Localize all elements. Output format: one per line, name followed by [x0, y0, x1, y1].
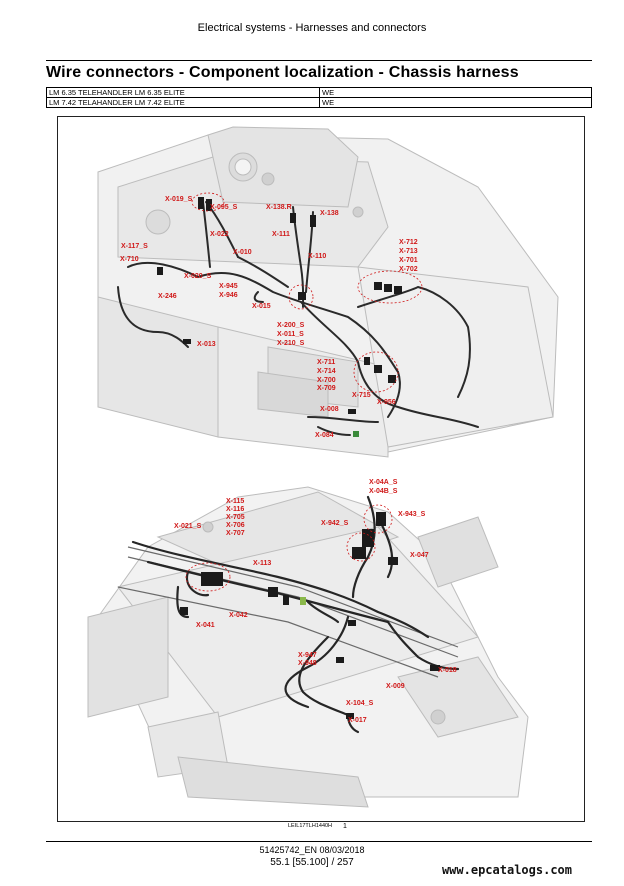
table-row: LM 7.42 TELAHANDLER LM 7.42 ELITE WE: [46, 97, 592, 108]
connector-label: X-095_S: [210, 204, 238, 211]
models-table: LM 6.35 TELEHANDLER LM 6.35 ELITE WE LM …: [46, 87, 592, 108]
connector-label: X-946: [219, 292, 238, 299]
connector-label: X-042: [229, 612, 248, 619]
connector-label: X-138.R: [266, 204, 292, 211]
connector-label: X-015: [252, 303, 271, 310]
connector-label: X-246: [158, 293, 177, 300]
connector-label: X-706: [226, 522, 245, 529]
connector-label: X-111: [272, 231, 290, 238]
connector-label: X-713: [399, 248, 418, 255]
connector-label: X-04A_S: [369, 479, 398, 486]
connector-label: X-116: [226, 506, 245, 513]
connector-label: X-017: [348, 717, 367, 724]
footer-rule: [46, 841, 592, 842]
connector-label: X-700: [317, 377, 336, 384]
figure-reference: LEIL17TLH1440H: [288, 823, 333, 829]
connector-label: X-705: [226, 514, 245, 521]
callout-circles-bottom: [185, 504, 393, 592]
harness-illustration: [87, 126, 559, 808]
connector-label: X-710: [120, 256, 139, 263]
connector-label: X-942_S: [321, 520, 349, 527]
connector-label: X-956: [377, 399, 396, 406]
connector-label: X-047: [410, 552, 429, 559]
connector-label: X-947: [298, 652, 317, 659]
harness-figure: X-019_S X-095_S X-138.R X-138 X-022 X-11…: [57, 116, 585, 822]
connector-label: X-011_S: [277, 331, 304, 338]
connector-bodies-top: [157, 197, 402, 437]
model-name: LM 6.35 TELEHANDLER LM 6.35 ELITE: [46, 87, 320, 98]
section-header: Electrical systems - Harnesses and conne…: [197, 22, 427, 34]
connector-label: X-715: [352, 392, 371, 399]
connector-label: X-021_S: [174, 523, 202, 530]
connector-label: X-041: [196, 622, 215, 629]
connector-label: X-110: [308, 253, 327, 260]
connector-label: X-712: [399, 239, 418, 246]
connector-label: X-010: [233, 249, 252, 256]
connector-label: X-945: [219, 283, 238, 290]
model-region: WE: [319, 97, 592, 108]
connector-label: X-020_S: [184, 273, 212, 280]
document-id: 51425742_EN 08/03/2018: [259, 845, 365, 855]
harness-wires-top: [117, 201, 479, 436]
connector-label: X-022: [210, 231, 229, 238]
connector-label: X-104_S: [346, 700, 374, 707]
connector-label: X-709: [317, 385, 336, 392]
connector-label: X-707: [226, 530, 245, 537]
callout-circles-top: [191, 192, 423, 393]
connector-bodies-bottom: [180, 512, 440, 719]
page-number: 55.1 [55.100] / 257: [270, 857, 354, 868]
chassis-frame-bottom: [87, 486, 529, 808]
connector-label: X-948: [298, 660, 317, 667]
model-name: LM 7.42 TELAHANDLER LM 7.42 ELITE: [46, 97, 320, 108]
connector-label: X-018: [438, 667, 457, 674]
title-rule: [46, 60, 592, 61]
connector-label: X-702: [399, 266, 418, 273]
model-region: WE: [319, 87, 592, 98]
connector-label: X-009: [386, 683, 405, 690]
connector-label: X-084: [315, 432, 334, 439]
watermark: www.epcatalogs.com: [441, 863, 572, 877]
connector-label: X-113: [253, 560, 272, 567]
connector-label: X-210_S: [277, 340, 305, 347]
connector-label: X-701: [399, 257, 418, 264]
connector-label: X-019_S: [165, 196, 193, 203]
connector-label: X-008: [320, 406, 339, 413]
connector-label: X-200_S: [277, 322, 305, 329]
connector-label: X-115: [226, 498, 245, 505]
table-row: LM 6.35 TELEHANDLER LM 6.35 ELITE WE: [46, 87, 592, 98]
connector-label: X-117_S: [121, 243, 148, 250]
connector-label: X-013: [197, 341, 216, 348]
connector-label: X-943_S: [398, 511, 426, 518]
chassis-frame-top: [97, 126, 559, 458]
connector-label: X-04B_S: [369, 488, 398, 495]
page-title: Wire connectors - Component localization…: [46, 64, 519, 81]
connector-label: X-711: [317, 359, 336, 366]
connector-label: X-714: [317, 368, 336, 375]
figure-number: 1: [343, 823, 347, 830]
connector-label: X-138: [320, 210, 339, 217]
